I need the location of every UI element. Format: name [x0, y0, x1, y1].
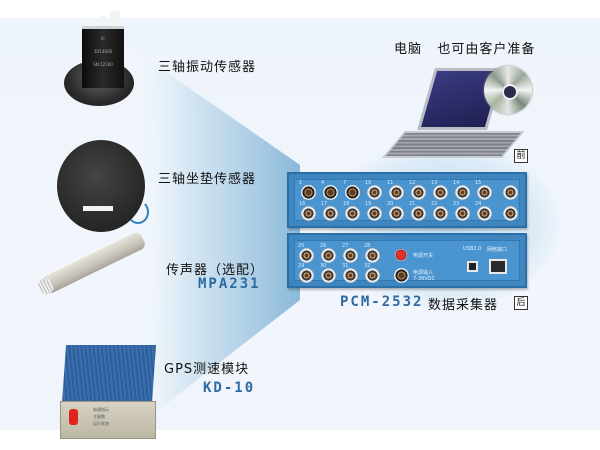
bnc-connector-icon: [365, 248, 380, 263]
lemo-connector-icon: [345, 185, 360, 200]
bnc-connector-icon: [299, 268, 314, 283]
bnc-connector-icon: [389, 206, 404, 221]
lemo-connector-icon: [301, 185, 316, 200]
gps-module-image: 电源指示 主星数 运行状态: [60, 345, 158, 439]
software-cd-icon: [484, 66, 532, 114]
ethernet-port-icon: [489, 259, 507, 274]
bnc-connector-icon: [321, 268, 336, 283]
rear-view-tag: 后: [514, 296, 528, 310]
bnc-connector-icon: [411, 206, 426, 221]
bnc-connector-icon: [301, 206, 316, 221]
gps-led-icon: [69, 409, 78, 425]
front-view-tag: 前: [514, 149, 528, 163]
bnc-connector-icon: [389, 185, 404, 200]
daq-model: PCM-2532: [340, 294, 424, 310]
bnc-connector-icon: [503, 185, 518, 200]
bnc-connector-icon: [433, 185, 448, 200]
bnc-connector-icon: [367, 185, 382, 200]
bnc-connector-icon: [503, 206, 518, 221]
triaxial-vibration-sensor-image: IC 3D1400S SN:12100: [62, 8, 142, 108]
bnc-connector-icon: [455, 206, 470, 221]
daq-front-panel: 1 4 7 10 11 12 13 14 15 16 17 18 19 20 2…: [287, 172, 527, 228]
gps-model: KD-10: [203, 380, 256, 396]
bnc-connector-icon: [321, 248, 336, 263]
bnc-connector-icon: [433, 206, 448, 221]
bnc-connector-icon: [365, 268, 380, 283]
bnc-connector-icon: [477, 185, 492, 200]
bnc-connector-icon: [477, 206, 492, 221]
computer-label: 电脑 也可由客户准备: [394, 42, 536, 57]
sensor-label-vibration: 三轴振动传感器: [158, 60, 257, 75]
bnc-connector-icon: [367, 206, 382, 221]
sensor-label-seat-pad: 三轴坐垫传感器: [158, 172, 257, 187]
usb-port-icon: [467, 261, 478, 272]
sensor-label-microphone: 传声器（选配）: [166, 263, 265, 278]
bnc-connector-icon: [411, 185, 426, 200]
bnc-connector-icon: [323, 206, 338, 221]
bnc-connector-icon: [343, 268, 358, 283]
microphone-model: MPA231: [198, 276, 261, 292]
lemo-connector-icon: [323, 185, 338, 200]
power-input-connector-icon: [394, 268, 409, 283]
bnc-connector-icon: [343, 248, 358, 263]
daq-name: 数据采集器: [428, 298, 499, 313]
sensor-label-gps: GPS测速模块: [164, 362, 250, 377]
triaxial-seat-pad-sensor-image: [57, 140, 149, 232]
power-switch-icon: [395, 249, 407, 261]
daq-rear-panel: 25 26 27 28 29 30 31 32 电源开关 电源输入 7-36VD…: [287, 233, 527, 288]
bnc-connector-icon: [455, 185, 470, 200]
bnc-connector-icon: [345, 206, 360, 221]
bnc-connector-icon: [299, 248, 314, 263]
